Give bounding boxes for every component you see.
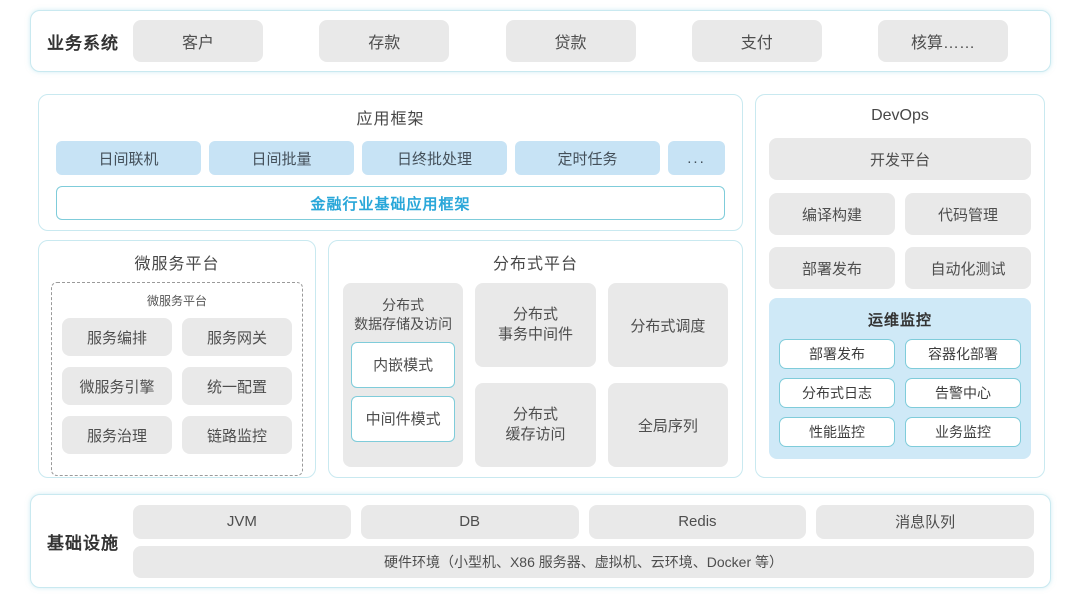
module-more: ... (668, 141, 725, 175)
infra-jvm: JVM (133, 504, 351, 539)
ops-distributed-logs: 分布式日志 (779, 378, 895, 408)
build-compile: 编译构建 (769, 193, 895, 235)
distributed-platform-title: 分布式平台 (492, 256, 578, 273)
distributed-data-storage-label: 分布式 数据存储及访问 (354, 297, 453, 332)
distributed-cache-access: 分布式 缓存访问 (475, 383, 596, 467)
distributed-col-3: 分布式调度 全局序列 (607, 283, 728, 467)
distributed-platform-body: 分布式 数据存储及访问 内嵌模式 中间件模式 分布式 事务中间件 分布式 缓存访… (343, 283, 728, 467)
business-systems-row: 客户 存款 贷款 支付 核算…… (133, 20, 1008, 62)
middleware-mode-box: 中间件模式 (351, 395, 456, 442)
app-framework-title: 应用框架 (356, 111, 425, 128)
ops-performance-monitoring: 性能监控 (779, 417, 895, 447)
infra-db: DB (360, 504, 579, 539)
ops-alert-center: 告警中心 (905, 378, 1021, 408)
embedded-mode-box: 内嵌模式 (351, 341, 456, 388)
service-gateway: 服务网关 (182, 318, 292, 356)
distributed-col-2: 分布式 事务中间件 分布式 缓存访问 (475, 283, 596, 467)
devops-tools-grid: 编译构建 代码管理 部署发布 自动化测试 (769, 193, 1031, 289)
infrastructure-section: 基础设施 JVM DB Redis 消息队列 硬件环境（小型机、X86 服务器、… (30, 494, 1051, 588)
microservice-grid: 服务编排 服务网关 微服务引擎 统一配置 服务治理 链路监控 (62, 318, 292, 454)
dev-platform-box: 开发平台 (769, 138, 1031, 180)
deploy-release: 部署发布 (769, 247, 895, 289)
ops-monitoring-title: 运维监控 (867, 312, 932, 329)
hardware-environment-box: 硬件环境（小型机、X86 服务器、虚拟机、云环境、Docker 等） (133, 545, 1034, 578)
business-item-accounting: 核算…… (878, 20, 1008, 62)
service-governance: 服务治理 (62, 416, 172, 454)
microservice-engine: 微服务引擎 (62, 367, 172, 405)
business-item-customer: 客户 (133, 20, 263, 62)
microservice-platform-title: 微服务平台 (134, 256, 220, 273)
distributed-scheduling: 分布式调度 (607, 283, 728, 367)
module-daytime-online: 日间联机 (56, 141, 201, 175)
infrastructure-content: JVM DB Redis 消息队列 硬件环境（小型机、X86 服务器、虚拟机、云… (133, 504, 1034, 578)
microservice-platform-section: 微服务平台 微服务平台 服务编排 服务网关 微服务引擎 统一配置 服务治理 链路… (38, 240, 316, 478)
microservice-inner-title: 微服务平台 (146, 294, 207, 308)
distributed-platform-section: 分布式平台 分布式 数据存储及访问 内嵌模式 中间件模式 分布式 事务中间件 分… (328, 240, 743, 478)
trace-monitoring: 链路监控 (182, 416, 292, 454)
unified-config: 统一配置 (182, 367, 292, 405)
infra-message-queue: 消息队列 (816, 504, 1034, 539)
ops-monitoring-grid: 部署发布 容器化部署 分布式日志 告警中心 性能监控 业务监控 (779, 339, 1021, 447)
app-framework-modules: 日间联机 日间批量 日终批处理 定时任务 ... (56, 141, 725, 175)
business-systems-label: 业务系统 (47, 33, 119, 53)
business-systems-section: 业务系统 客户 存款 贷款 支付 核算…… (30, 10, 1051, 72)
ops-monitoring-panel: 运维监控 部署发布 容器化部署 分布式日志 告警中心 性能监控 业务监控 (769, 298, 1031, 459)
automated-testing: 自动化测试 (905, 247, 1031, 289)
module-scheduled-tasks: 定时任务 (515, 141, 660, 175)
app-framework-section: 应用框架 日间联机 日间批量 日终批处理 定时任务 ... 金融行业基础应用框架 (38, 94, 743, 231)
ops-business-monitoring: 业务监控 (905, 417, 1021, 447)
base-framework-box: 金融行业基础应用框架 (56, 186, 725, 220)
devops-title: DevOps (871, 107, 929, 124)
business-item-payment: 支付 (691, 20, 822, 62)
devops-section: DevOps 开发平台 编译构建 代码管理 部署发布 自动化测试 运维监控 部署… (755, 94, 1045, 478)
service-orchestration: 服务编排 (62, 318, 172, 356)
distributed-data-storage-box: 分布式 数据存储及访问 内嵌模式 中间件模式 (343, 283, 464, 467)
infrastructure-row: JVM DB Redis 消息队列 (133, 504, 1034, 539)
business-item-deposit: 存款 (319, 20, 450, 62)
infrastructure-label: 基础设施 (47, 533, 119, 553)
global-sequence: 全局序列 (607, 383, 728, 467)
microservice-inner-box: 微服务平台 服务编排 服务网关 微服务引擎 统一配置 服务治理 链路监控 (51, 282, 303, 476)
module-daytime-batch: 日间批量 (209, 141, 354, 175)
infra-redis: Redis (588, 504, 807, 539)
ops-deploy-release: 部署发布 (779, 339, 895, 369)
business-item-loan: 贷款 (505, 20, 636, 62)
module-eod-batch: 日终批处理 (362, 141, 507, 175)
distributed-transaction-middleware: 分布式 事务中间件 (475, 283, 596, 367)
code-management: 代码管理 (905, 193, 1031, 235)
ops-container-deploy: 容器化部署 (905, 339, 1021, 369)
